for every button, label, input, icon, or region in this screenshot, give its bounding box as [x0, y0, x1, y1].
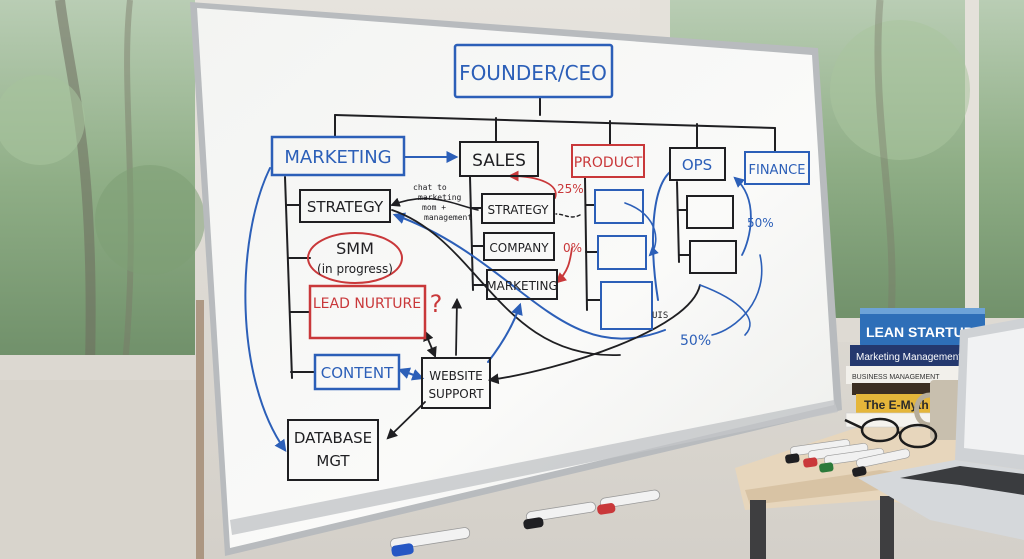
lead-nurture-node: LEAD NURTURE ?	[308, 284, 443, 340]
red-marker	[597, 489, 661, 515]
founder-ceo-node: FOUNDER/CEO	[453, 43, 614, 99]
book-marketing-management: Marketing Management	[850, 345, 975, 367]
desk-marker-green	[819, 448, 885, 473]
dept-finance-label: FINANCE	[749, 163, 806, 178]
database-label: DATABASE	[294, 429, 372, 447]
ops-sub-box	[689, 240, 737, 274]
dept-marketing-label: MARKETING	[284, 147, 391, 168]
eyeglasses	[844, 417, 938, 449]
product-sub-box	[594, 189, 644, 224]
sales-strategy-label: STRATEGY	[487, 203, 549, 217]
marketing-strategy-label: STRATEGY	[307, 198, 384, 216]
whiteboard	[190, 2, 842, 559]
smm-label: SMM	[336, 239, 374, 258]
dept-sales-node: SALES	[459, 141, 539, 177]
note-line-3: mom +	[422, 203, 446, 212]
percent-25: 25%	[557, 182, 584, 196]
board-markers	[390, 489, 661, 557]
book-title-marketing-management: Marketing Management	[856, 352, 961, 363]
dept-ops-node: OPS	[669, 147, 726, 181]
dept-finance-node: FINANCE	[744, 151, 810, 185]
founder-ceo-label: FOUNDER/CEO	[459, 61, 607, 85]
book-business-management: BUSINESS MANAGEMENT	[846, 366, 974, 384]
note-line-4: management	[424, 213, 472, 222]
mgt-label: MGT	[316, 452, 350, 470]
sales-company-label: COMPANY	[489, 241, 549, 255]
note-line-1: chat to	[413, 183, 447, 192]
book-title-business-management: BUSINESS MANAGEMENT	[852, 374, 940, 381]
dept-marketing-node: MARKETING	[270, 135, 406, 177]
desk-markers	[785, 439, 910, 477]
dept-ops-label: OPS	[682, 156, 712, 174]
percent-50-top: 50%	[747, 216, 774, 230]
annotations: chat to marketing mom + management 25% 0…	[413, 182, 774, 349]
smm-status-label: (in progress)	[317, 262, 393, 276]
dept-product-label: PRODUCT	[574, 155, 643, 171]
sales-marketing-label: MARKETING	[486, 279, 558, 293]
blue-marker	[390, 527, 471, 557]
book-title-lean-startup: LEAN STARTUP	[866, 324, 973, 340]
content-node: CONTENT	[313, 353, 401, 391]
lead-nurture-question: ?	[430, 290, 443, 318]
product-sub-boxes	[594, 189, 653, 330]
content-label: CONTENT	[321, 364, 394, 382]
book-lean-startup: LEAN STARTUP	[860, 308, 985, 346]
database-mgt-node: DATABASE MGT	[287, 419, 379, 481]
marketing-strategy-node: STRATEGY	[299, 189, 391, 223]
sales-marketing-node: MARKETING	[486, 269, 558, 300]
dept-sales-label: SALES	[472, 151, 526, 171]
ops-sub-box	[686, 195, 734, 229]
lead-nurture-label: LEAD NURTURE	[313, 296, 421, 312]
website-label: WEBSITE	[429, 369, 483, 383]
desk-marker-red	[803, 443, 869, 468]
percent-50-bottom: 50%	[680, 333, 711, 349]
note-line-2: marketing	[418, 193, 462, 202]
sales-strategy-node: STRATEGY	[481, 193, 555, 224]
marketing-smm-node: SMM (in progress)	[307, 232, 403, 284]
book-title-e-myth: The E-Myth	[864, 398, 929, 412]
sales-company-node: COMPANY	[483, 232, 555, 261]
black-marker	[523, 501, 597, 530]
product-sub-box	[597, 235, 647, 270]
website-support-node: WEBSITE SUPPORT	[421, 357, 491, 409]
laptop	[858, 318, 1024, 540]
dept-product-node: PRODUCT	[571, 144, 645, 178]
ops-sub-boxes	[686, 195, 737, 274]
org-chart-connectors	[244, 97, 776, 452]
uis-note: UIS	[652, 311, 668, 321]
laptop-keyboard	[900, 466, 1024, 495]
support-label: SUPPORT	[428, 387, 484, 401]
percent-0: 0%	[563, 241, 582, 255]
product-sub-box	[600, 281, 653, 330]
desk-marker-dark	[852, 448, 910, 477]
